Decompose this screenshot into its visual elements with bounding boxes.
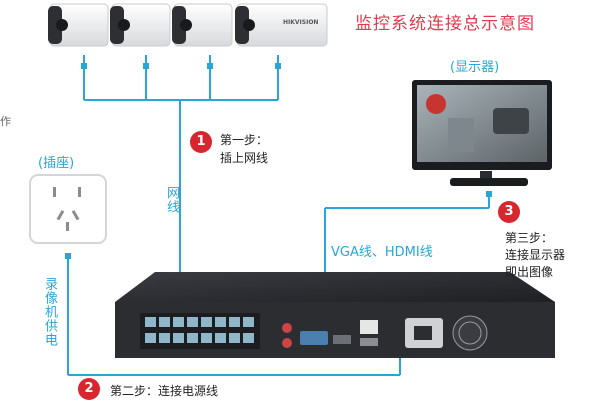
power-cable-label: 录像机供电 [42, 277, 57, 347]
step-1-title: 第一步： [220, 133, 269, 147]
step-2-text: 第二步：连接电源线 [110, 384, 219, 398]
step-3-text-line-1: 连接显示器 [505, 248, 566, 262]
power-cable [65, 253, 401, 376]
nvr-icon [115, 272, 555, 358]
video-cable-label: VGA线、HDMI线 [331, 245, 433, 260]
power-socket-icon [29, 174, 107, 244]
network-cable-label: 网线 [164, 186, 179, 214]
step-2-badge: 2 [78, 378, 100, 400]
edge-text-fragment: 作 [0, 115, 11, 128]
step-1-text: 插上网线 [220, 151, 269, 165]
step-3-title: 第三步： [505, 231, 554, 245]
camera-icon [235, 3, 328, 47]
camera-icon [110, 3, 171, 47]
step-1-badge: 1 [190, 131, 212, 153]
monitor-label: (显示器) [450, 60, 500, 75]
camera-icon [48, 3, 109, 47]
step-3-text-line-2: 即出图像 [505, 265, 554, 279]
camera-icon [172, 3, 233, 47]
diagram-title: 监控系统连接总示意图 [355, 14, 535, 34]
step-3-badge: 3 [498, 201, 520, 223]
monitor-icon [412, 80, 552, 186]
camera-brand-label: HIKVISION [283, 19, 319, 26]
socket-label: (插座) [38, 156, 75, 171]
